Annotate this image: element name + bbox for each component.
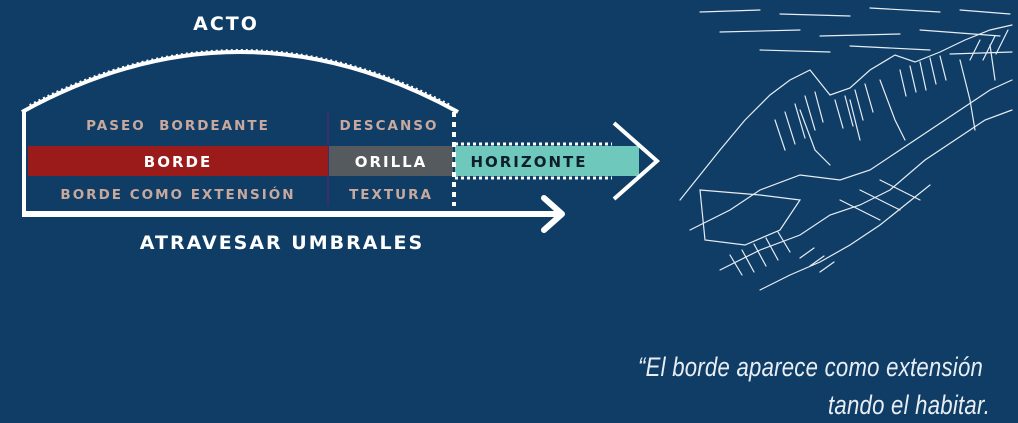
orilla-label: ORILLA (355, 153, 428, 171)
horizonte-arrowhead (612, 121, 661, 201)
borde-extension-label: BORDE COMO EXTENSIÓN (60, 185, 295, 203)
borde-label: BORDE (144, 153, 212, 171)
orilla-bar (329, 146, 453, 176)
umbrales-arrowhead (541, 195, 565, 233)
textura-label: TEXTURA (349, 187, 433, 203)
landscape-sketch-icon (679, 7, 1013, 291)
quote-line-2: tando el habitar. (828, 390, 991, 420)
horizonte-bar (455, 146, 639, 176)
descanso-label: DESCANSO (339, 118, 438, 134)
atravesar-umbrales-label: ATRAVESAR UMBRALES (140, 232, 424, 254)
acto-label: ACTO (193, 13, 259, 35)
quote-line-1: “El borde aparece como extensión (638, 352, 984, 382)
horizonte-label: HORIZONTE (470, 153, 587, 171)
acto-arc-dashes (29, 49, 451, 108)
borde-bar (28, 146, 328, 176)
paseo-bordeante-label: PASEO BORDEANTE (86, 118, 270, 134)
